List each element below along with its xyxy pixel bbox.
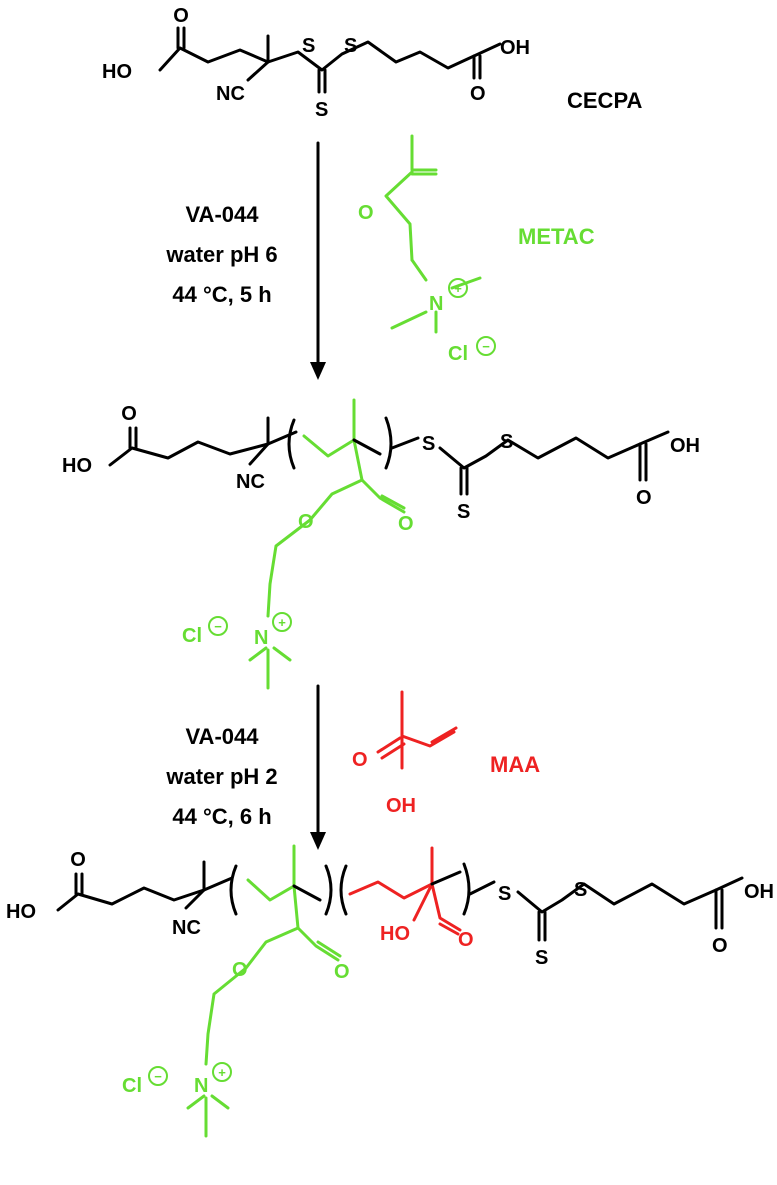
final-s1: S: [498, 883, 511, 905]
svg-text:−: −: [482, 339, 490, 354]
step1-reagent: VA-044: [186, 202, 260, 227]
step1-arrow: [310, 141, 326, 380]
step1-conditions: VA-044 water pH 6 44 °C, 5 h: [165, 202, 277, 307]
cecpa-ho-label: HO: [102, 61, 132, 83]
step1-conditions-text: 44 °C, 5 h: [172, 282, 271, 307]
svg-text:+: +: [218, 1065, 226, 1080]
final-carbonyl-o2: O: [712, 935, 728, 957]
pmetac-s1: S: [422, 433, 435, 455]
final-oh-label: OH: [744, 881, 774, 903]
metac-o-label: O: [358, 202, 374, 224]
svg-text:−: −: [214, 619, 222, 634]
final-acid-o: O: [458, 929, 474, 951]
svg-text:−: −: [154, 1069, 162, 1084]
final-carbonyl-o: O: [70, 849, 86, 871]
pmetac-structure: O HO NC S S S OH O O O N + Cl −: [62, 398, 700, 690]
pmetac-cl-label: Cl: [182, 625, 202, 647]
pmetac-carbonyl-o2: O: [636, 487, 652, 509]
svg-text:+: +: [278, 615, 286, 630]
final-ester-o: O: [232, 959, 248, 981]
pmetac-carbonyl-o3: O: [398, 513, 414, 535]
step2-conditions-text: 44 °C, 6 h: [172, 804, 271, 829]
step2-reagent: VA-044: [186, 724, 260, 749]
metac-structure: O N + Cl − METAC: [358, 134, 595, 365]
final-s2: S: [574, 879, 587, 901]
step1-solvent: water pH 6: [165, 242, 277, 267]
cecpa-structure: O HO NC S S S OH O CECPA: [102, 5, 642, 121]
maa-o-label: O: [352, 749, 368, 771]
pmetac-s2: S: [500, 431, 513, 453]
final-s3: S: [535, 947, 548, 969]
final-acid-ho: HO: [380, 923, 410, 945]
cecpa-s1: S: [302, 35, 315, 57]
metac-n-label: N: [429, 293, 443, 315]
pmetac-ho-label: HO: [62, 455, 92, 477]
step2-conditions: VA-044 water pH 2 44 °C, 6 h: [165, 724, 277, 829]
pmetac-ester-o: O: [298, 511, 314, 533]
final-ho-label: HO: [6, 901, 36, 923]
maa-structure: O OH MAA: [352, 690, 540, 817]
cecpa-nc-label: NC: [216, 83, 245, 105]
pmetac-n-label: N: [254, 627, 268, 649]
svg-text:+: +: [454, 281, 462, 296]
pmetac-oh-label: OH: [670, 435, 700, 457]
maa-oh-label: OH: [386, 795, 416, 817]
pmetac-carbonyl-o: O: [121, 403, 137, 425]
final-n-label: N: [194, 1075, 208, 1097]
cecpa-s2: S: [344, 35, 357, 57]
metac-label: METAC: [518, 224, 595, 249]
final-carbonyl-o3: O: [334, 961, 350, 983]
pmetac-nc-label: NC: [236, 471, 265, 493]
final-nc-label: NC: [172, 917, 201, 939]
cecpa-carbonyl-o: O: [173, 5, 189, 27]
step2-arrow: [310, 684, 326, 850]
metac-cl-label: Cl: [448, 343, 468, 365]
final-cl-label: Cl: [122, 1075, 142, 1097]
cecpa-s3: S: [315, 99, 328, 121]
final-product-structure: O HO NC S S S OH O O O HO O N + Cl −: [6, 844, 774, 1138]
pmetac-s3: S: [457, 501, 470, 523]
maa-label: MAA: [490, 752, 540, 777]
cecpa-oh-label: OH: [500, 37, 530, 59]
step2-solvent: water pH 2: [165, 764, 277, 789]
cecpa-label: CECPA: [567, 88, 642, 113]
cecpa-carbonyl-o2: O: [470, 83, 486, 105]
